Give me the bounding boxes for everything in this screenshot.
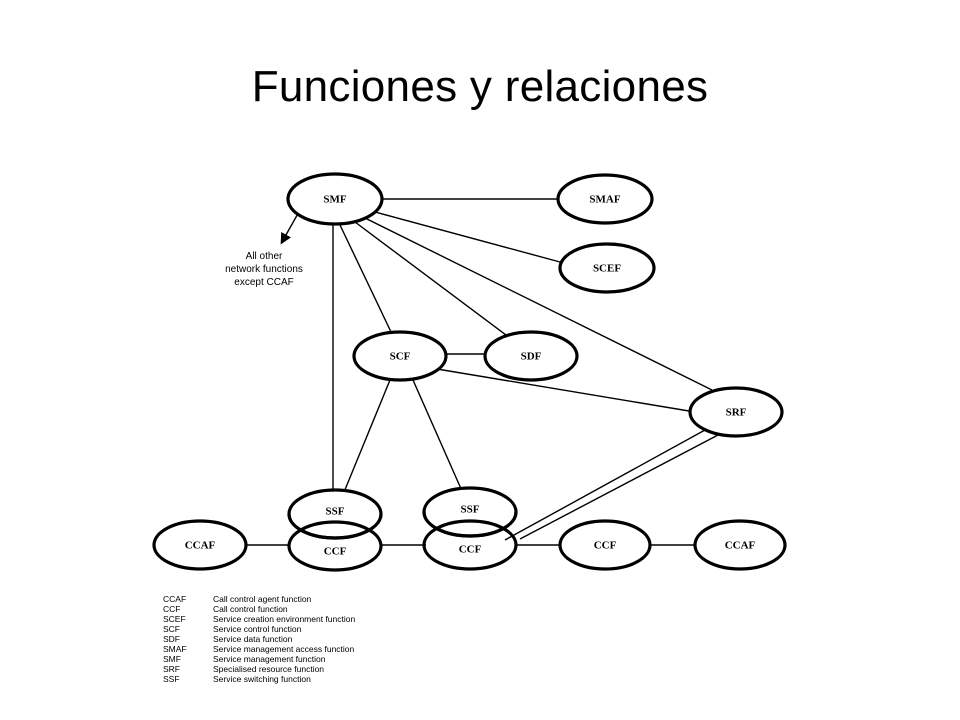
edges	[246, 198, 719, 546]
node-label-ssf-right: SSF	[461, 504, 480, 516]
node-smf: SMF	[286, 172, 384, 226]
ssf-right-lower-arc	[422, 511, 518, 538]
legend-desc-smf: Service management function	[213, 654, 326, 664]
node-label-scef: SCEF	[593, 263, 621, 275]
node-label-srf: SRF	[726, 407, 747, 419]
legend-abbr-smf: SMF	[163, 654, 181, 664]
node-ccf-right: CCF	[558, 519, 652, 571]
legend-abbr-scf: SCF	[163, 624, 180, 634]
edge-scf-srf	[436, 368, 696, 413]
legend-abbr-ccf: CCF	[163, 604, 180, 614]
node-label-smaf: SMAF	[589, 194, 620, 206]
legend-desc-scf: Service control function	[213, 624, 302, 634]
edge-smf-scf	[339, 224, 393, 335]
legend-abbr-scef: SCEF	[163, 614, 186, 624]
note-line-1: All other	[246, 251, 283, 262]
node-label-ccaf-right: CCAF	[725, 540, 756, 552]
ssf-left-lower-arc	[287, 513, 383, 540]
legend-desc-ssf: Service switching function	[213, 674, 311, 684]
edge-smf-srf	[364, 217, 713, 391]
edge-smf-scef	[374, 211, 561, 263]
node-label-ssf-left: SSF	[326, 506, 345, 518]
edge-srf-ccf-mid	[504, 429, 706, 541]
legend-abbr-sdf: SDF	[163, 634, 180, 644]
legend-desc-ccaf: Call control agent function	[213, 594, 312, 604]
node-smaf: SMAF	[556, 173, 654, 225]
edge-ccf-mid-srf	[519, 434, 719, 540]
legend-abbr-srf: SRF	[163, 664, 180, 674]
legend-desc-smaf: Service management access function	[213, 644, 355, 654]
node-label-sdf: SDF	[521, 351, 542, 363]
node-label-ccf-left: CCF	[324, 546, 347, 558]
node-label-ccf-right: CCF	[594, 540, 617, 552]
node-srf: SRF	[688, 386, 784, 438]
node-ccaf-right: CCAF	[693, 519, 787, 571]
legend-abbr-ccaf: CCAF	[163, 594, 186, 604]
note-line-3: except CCAF	[234, 277, 293, 288]
node-label-ccf-mid: CCF	[459, 544, 482, 556]
edge-smf-sdf	[354, 221, 511, 339]
legend-abbr-smaf: SMAF	[163, 644, 187, 654]
node-label-smf: SMF	[323, 194, 347, 206]
legend-desc-sdf: Service data function	[213, 634, 293, 644]
edge-scf-ssf-right	[412, 379, 463, 492]
slide-title: Funciones y relaciones	[251, 62, 709, 111]
node-ccaf-left: CCAF	[152, 519, 248, 571]
node-scf: SCF	[352, 330, 448, 382]
legend-desc-scef: Service creation environment function	[213, 614, 355, 624]
node-sdf: SDF	[483, 330, 579, 382]
legend: CCAF Call control agent function CCF Cal…	[163, 594, 355, 684]
node-label-scf: SCF	[390, 351, 411, 363]
legend-abbr-ssf: SSF	[163, 674, 180, 684]
node-label-ccaf-left: CCAF	[185, 540, 216, 552]
legend-desc-srf: Specialised resource function	[213, 664, 324, 674]
node-scef: SCEF	[558, 242, 656, 294]
note-line-2: network functions	[225, 264, 303, 275]
edge-scf-ssf-left	[341, 379, 391, 498]
legend-desc-ccf: Call control function	[213, 604, 288, 614]
node-ccf-left: CCF	[287, 520, 383, 572]
note-other-functions: All other network functions except CCAF	[225, 251, 303, 288]
node-ccf-mid: CCF	[422, 519, 518, 571]
